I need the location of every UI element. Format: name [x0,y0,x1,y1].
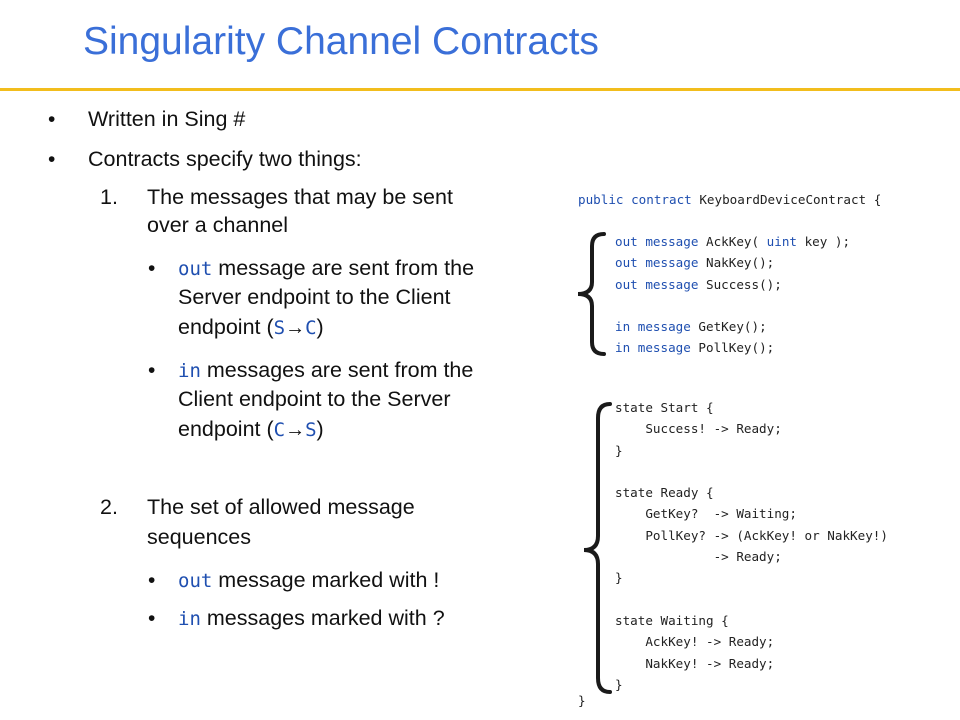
code-contract-header: public contract KeyboardDeviceContract { [578,192,882,207]
code-line: out message Success(); [615,276,782,292]
code-line [615,295,850,316]
right-arrow-icon: → [285,419,306,441]
code-states-block: state Start { Success! -> Ready;} state … [615,397,888,695]
code-state-line: } [615,442,623,458]
code-messages-block: out message AckKey( uint key ); out messa… [615,231,850,359]
code-state-line: NakKey! -> Ready; [615,655,775,671]
code-state-line: PollKey? -> (AckKey! or NakKey!) [615,527,888,543]
code-state-line: -> Ready; [615,549,782,565]
item-1-line1: The messages that may be sent [147,185,453,209]
code-state-line: Success! -> Ready; [615,421,782,437]
messages-brace [577,232,606,356]
out-keyword: out [178,258,213,280]
code-state-line: state Ready { [615,485,714,501]
code-line: out message NakKey(); [615,255,775,271]
bullet-marker: • [48,148,56,171]
in-keyword: in [178,360,201,382]
slide-title: Singularity Channel Contracts [83,20,599,63]
item-1-number: 1. [100,185,118,209]
bullet-marker: • [148,257,156,280]
bullet-written-in: Written in Sing # [88,107,246,131]
code-state-line: GetKey? -> Waiting; [615,506,797,522]
code-line: in message PollKey(); [615,340,775,356]
bullet-contracts-specify: Contracts specify two things: [88,147,362,171]
code-state-line [615,461,888,482]
code-state-line: AckKey! -> Ready; [615,634,775,650]
in-message-line1: in messages are sent from the [178,358,474,382]
bullet-marker: • [48,108,56,131]
bullet-marker: • [148,607,156,630]
item-2-line2: sequences [147,525,251,549]
in-message-line2: Client endpoint to the Server [178,387,451,411]
item-2-number: 2. [100,495,118,519]
item-2-line1: The set of allowed message [147,495,415,519]
code-line: in message GetKey(); [615,319,767,335]
code-state-line [615,589,888,610]
code-state-line: } [615,570,623,586]
out-message-line3: endpoint (S→C) [178,315,324,339]
right-arrow-icon: → [285,317,306,339]
out-message-line2: Server endpoint to the Client [178,285,451,309]
out-marked-line: out message marked with ! [178,568,440,592]
in-message-line3: endpoint (C→S) [178,417,324,441]
out-message-line1: out message are sent from the [178,256,475,280]
code-state-line: state Start { [615,400,714,415]
code-contract-footer: } [578,693,586,708]
title-underline [0,88,960,91]
code-line: out message AckKey( uint key ); [615,234,851,249]
bullet-marker: • [148,359,156,382]
bullet-marker: • [148,569,156,592]
code-state-line: } [615,676,623,692]
in-marked-line: in messages marked with ? [178,606,445,630]
code-state-line: state Waiting { [615,612,729,628]
states-brace [583,402,612,694]
item-1-line2: over a channel [147,213,289,237]
